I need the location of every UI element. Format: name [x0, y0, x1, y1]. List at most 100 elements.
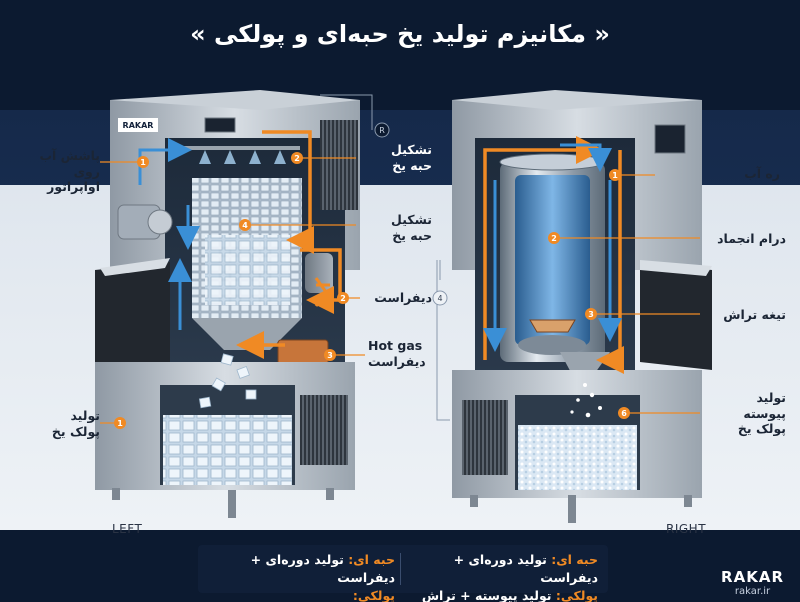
left-brand-plate	[118, 118, 158, 132]
left-cube-cluster	[205, 235, 290, 305]
left-marker-3-text: 3	[327, 351, 333, 360]
right-bin-flakes	[518, 425, 637, 490]
left-falling-cubes	[198, 353, 257, 409]
label-hot-gas: Hot gas دیفراست	[368, 338, 426, 369]
legend-right-text-2: تولید پیوسته + تراش مکانیکی	[421, 588, 552, 602]
left-marker-2	[291, 152, 303, 164]
left-refrigerant-line-top	[262, 130, 314, 254]
left-leg-1	[112, 488, 120, 500]
legend-right-line-2: پولکی: تولید پیوسته + تراش مکانیکی	[403, 587, 598, 602]
right-side-label: RIGHT	[666, 522, 707, 536]
right-lower-vent	[462, 400, 508, 475]
label-continuous: تولید پیوسته پولک یخ	[737, 390, 786, 437]
label-defrost: دیفراست	[374, 290, 432, 305]
legend-right-column: حبه ای: تولید دوره‌ای + دیفراست پولکی: ت…	[403, 551, 598, 602]
label-spray: پاشش آب روی اواپراتور	[39, 148, 100, 195]
left-marker-4	[239, 219, 251, 231]
right-markers: 1 2 3 6	[548, 169, 630, 419]
left-leg-2	[228, 490, 236, 518]
right-drum-top	[499, 153, 605, 171]
left-defrost-arrow	[314, 277, 330, 307]
left-marker-1-text: 1	[140, 158, 146, 167]
label-flake-out: تولید پولک یخ	[51, 408, 100, 439]
left-bin-cubes	[163, 415, 292, 485]
left-door-top	[100, 258, 170, 276]
label-cube-form-mid: تشکیل حبه یخ	[391, 212, 432, 243]
right-marker-1	[609, 169, 621, 181]
legend-left-line-2: پولکی:	[200, 587, 395, 602]
label-blade: تیغه تراش	[723, 307, 786, 322]
right-display	[654, 124, 686, 154]
legend-box: حبه ای: تولید دوره‌ای + دیفراست پولکی: ت…	[198, 545, 608, 602]
legend-left-key-2: پولکی:	[352, 588, 395, 602]
right-leg-3	[684, 495, 692, 507]
left-refrigerant-line-mid	[300, 248, 342, 314]
left-machine: RAKAR	[95, 90, 365, 518]
right-blade	[529, 319, 576, 333]
left-spray-nozzles	[199, 150, 286, 164]
left-receiver	[305, 253, 333, 293]
top-r-marker-text: R	[379, 126, 385, 135]
legend-right-text-1: تولید دوره‌ای + دیفراست	[453, 552, 598, 585]
label-drum: درام انجماد	[717, 231, 786, 246]
brand-block: RAKAR rakar.ir	[721, 568, 784, 597]
right-machine: 1 2 3 6	[452, 90, 712, 523]
page-title: « مکانیزم تولید یخ حبه‌ای و پولکی »	[190, 20, 610, 48]
left-lower-vent	[300, 395, 348, 465]
legend-right-key-1: حبه ای:	[551, 552, 598, 567]
title-wrap: « مکانیزم تولید یخ حبه‌ای و پولکی »	[0, 20, 800, 48]
left-display	[204, 117, 236, 133]
right-top-lid	[452, 90, 702, 110]
center-connector-lines	[320, 94, 450, 421]
right-marker-6	[618, 407, 630, 419]
right-refrigerant-left	[483, 136, 604, 360]
left-side-label: LEFT	[112, 522, 143, 536]
label-cube-form-top: تشکیل حبه یخ	[391, 142, 432, 173]
left-marker-4-text: 4	[242, 221, 248, 230]
right-refrigerant-right	[596, 150, 624, 374]
center-marker-4	[432, 290, 448, 306]
legend-left-line-1: حبه ای: تولید دوره‌ای + دیفراست	[200, 551, 395, 587]
left-top-lid	[110, 90, 360, 110]
left-marker-2b	[337, 292, 349, 304]
legend-left-key-1: حبه ای:	[348, 552, 395, 567]
legend-divider	[400, 553, 401, 585]
right-door-panel	[640, 262, 712, 370]
center-marker-4-text: 4	[437, 294, 442, 303]
legend-left-text-1: تولید دوره‌ای + دیفراست	[250, 552, 395, 585]
right-door-top	[640, 260, 712, 276]
right-leg-2	[568, 495, 576, 523]
left-door-panel	[95, 262, 170, 370]
left-leg-3	[326, 488, 334, 500]
right-drum-core	[515, 175, 590, 345]
left-marker-2-text: 2	[294, 154, 300, 163]
left-marker-1b	[114, 417, 126, 429]
left-marker-3	[324, 349, 336, 361]
left-marker-1b-text: 1	[117, 419, 123, 428]
left-marker-2b-text: 2	[340, 294, 346, 303]
right-marker-1-text: 1	[612, 171, 618, 180]
right-blade-hub	[518, 335, 586, 355]
right-marker-3	[585, 308, 597, 320]
legend-left-column: حبه ای: تولید دوره‌ای + دیفراست پولکی:	[200, 551, 395, 602]
left-markers: 1 2 4 2 3 1	[114, 152, 349, 429]
right-marker-2-text: 2	[551, 234, 557, 243]
left-marker-1	[137, 156, 149, 168]
right-marker-3-text: 3	[588, 310, 594, 319]
label-water: ﺭﻩ آب	[744, 166, 780, 181]
right-leg-1	[470, 495, 478, 507]
legend-right-key-2: پولکی:	[555, 588, 598, 602]
left-water-line-top	[138, 138, 192, 185]
right-marker-2	[548, 232, 560, 244]
right-marker-6-text: 6	[621, 409, 627, 418]
right-water-inlet	[560, 143, 612, 172]
brand-name: RAKAR	[721, 568, 784, 586]
left-brand-text: RAKAR	[123, 121, 154, 130]
left-upper-vent	[320, 120, 358, 210]
brand-url[interactable]: rakar.ir	[734, 586, 771, 597]
left-pump-motor	[147, 209, 173, 235]
right-callout-lines	[554, 174, 700, 414]
header-background	[0, 0, 800, 110]
